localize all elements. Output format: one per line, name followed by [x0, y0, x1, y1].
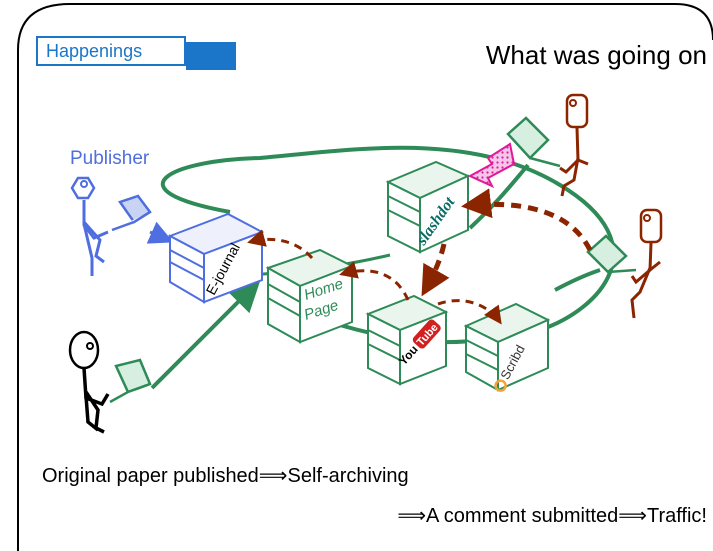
- ejournal-server-icon: [167, 212, 265, 304]
- network-link-r: [554, 268, 601, 292]
- homepage-server-icon: [265, 248, 355, 344]
- user-person-icon: [68, 330, 110, 434]
- network-link-tr: [468, 163, 530, 230]
- publisher-label: Publisher: [70, 148, 150, 169]
- section-tag-shadow: [186, 42, 236, 70]
- slide-title: What was going on: [485, 40, 707, 70]
- reader-person-icon: [630, 208, 663, 319]
- publisher-laptop-icon: [111, 194, 152, 232]
- traffic-arrow-slashdot-to-youtube: [421, 243, 450, 297]
- publisher-person-icon: [70, 176, 109, 276]
- youtube-server-icon: [365, 294, 449, 386]
- caption-line-1: Original paper published⟹Self-archiving: [42, 465, 409, 487]
- slashdot-server-icon: [385, 160, 471, 254]
- section-tag-box: Happenings: [36, 36, 186, 66]
- traffic-arrow-youtube-to-scribd: [437, 299, 502, 325]
- scribd-logo-mark: [494, 379, 507, 392]
- traffic-arrow-reader-to-slashdot: [461, 188, 593, 252]
- reader-laptop-icon: [586, 234, 637, 274]
- slashdot-arrow: [467, 142, 516, 189]
- section-tag-label: Happenings: [46, 41, 143, 61]
- scribd-server-icon: [463, 302, 551, 392]
- caption-line-2: ⟹A comment submitted⟹Traffic!: [397, 505, 707, 527]
- section-tag: Happenings: [36, 36, 236, 70]
- commenter-laptop-icon: [506, 116, 561, 168]
- commenter-person-icon: [559, 93, 589, 197]
- youtube-logo-box: [412, 319, 441, 349]
- user-laptop-icon: [109, 358, 152, 404]
- traffic-arrow-homepage-to-ejournal: [247, 229, 314, 260]
